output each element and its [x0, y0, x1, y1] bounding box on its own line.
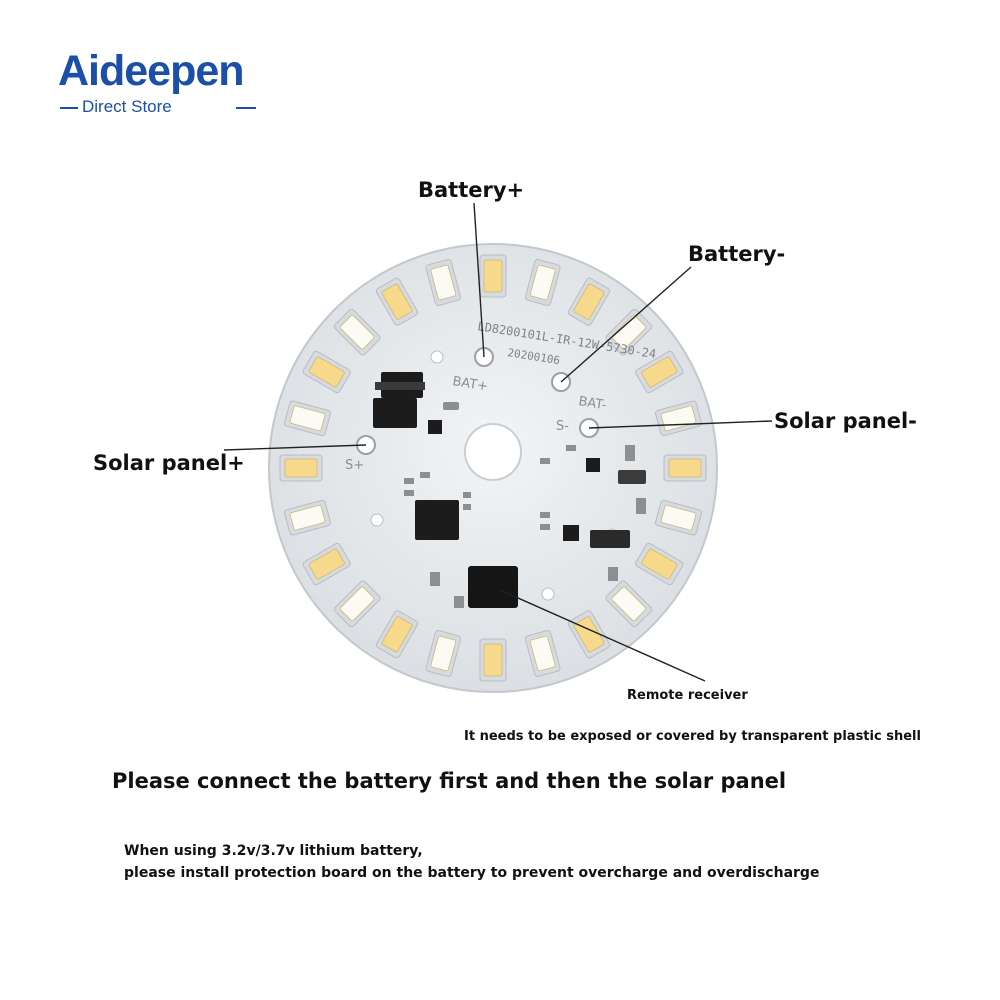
mount-hole [541, 587, 555, 601]
resistor-r3 [590, 530, 630, 548]
led [524, 630, 561, 677]
label-remote-receiver: Remote receiver [627, 688, 748, 703]
led [479, 638, 507, 682]
silk-s-minus: S- [556, 419, 569, 434]
led [635, 350, 684, 394]
pointer-solar-minus [588, 420, 773, 429]
logo-divider-left [60, 107, 78, 109]
pointer-battery-minus [560, 266, 692, 383]
silk-bat-plus: BAT+ [451, 374, 489, 394]
led [635, 542, 684, 586]
label-solar-plus: Solar panel+ [93, 451, 245, 475]
led [284, 400, 331, 437]
led [567, 277, 611, 326]
pointer-solar-plus [223, 444, 367, 451]
silk-s-plus: S+ [345, 458, 364, 473]
led [605, 580, 653, 628]
mount-hole [430, 350, 444, 364]
led [302, 542, 351, 586]
led [524, 259, 561, 306]
ic-u1 [415, 500, 459, 540]
led [605, 308, 653, 356]
diode-d2 [373, 398, 417, 428]
led [375, 610, 419, 659]
label-exposure-note: It needs to be exposed or covered by tra… [464, 729, 921, 744]
led [425, 630, 462, 677]
led [663, 454, 707, 482]
instruction-main: Please connect the battery first and the… [112, 769, 787, 793]
label-battery-minus: Battery- [688, 242, 786, 266]
led [279, 454, 323, 482]
ir-receiver [468, 566, 518, 608]
led [333, 308, 381, 356]
led [655, 499, 702, 536]
led [302, 350, 351, 394]
led [425, 259, 462, 306]
led [333, 580, 381, 628]
center-hole [464, 423, 522, 481]
instruction-battery-line2: please install protection board on the b… [124, 865, 820, 881]
silk-bat-minus: BAT- [577, 394, 608, 413]
led [375, 277, 419, 326]
led [479, 254, 507, 298]
pointer-remote-receiver [499, 589, 706, 682]
resistor-r5 [618, 470, 646, 484]
pointer-battery-plus [473, 202, 485, 358]
instruction-battery-line1: When using 3.2v/3.7v lithium battery, [124, 843, 423, 859]
led-ring [279, 254, 707, 682]
label-battery-plus: Battery+ [418, 178, 525, 202]
label-solar-minus: Solar panel- [774, 409, 917, 433]
logo-divider-right [236, 107, 256, 109]
mount-hole [370, 513, 384, 527]
brand-tagline: Direct Store [82, 97, 172, 116]
brand-logo: Aideepen [58, 47, 245, 95]
led [284, 499, 331, 536]
